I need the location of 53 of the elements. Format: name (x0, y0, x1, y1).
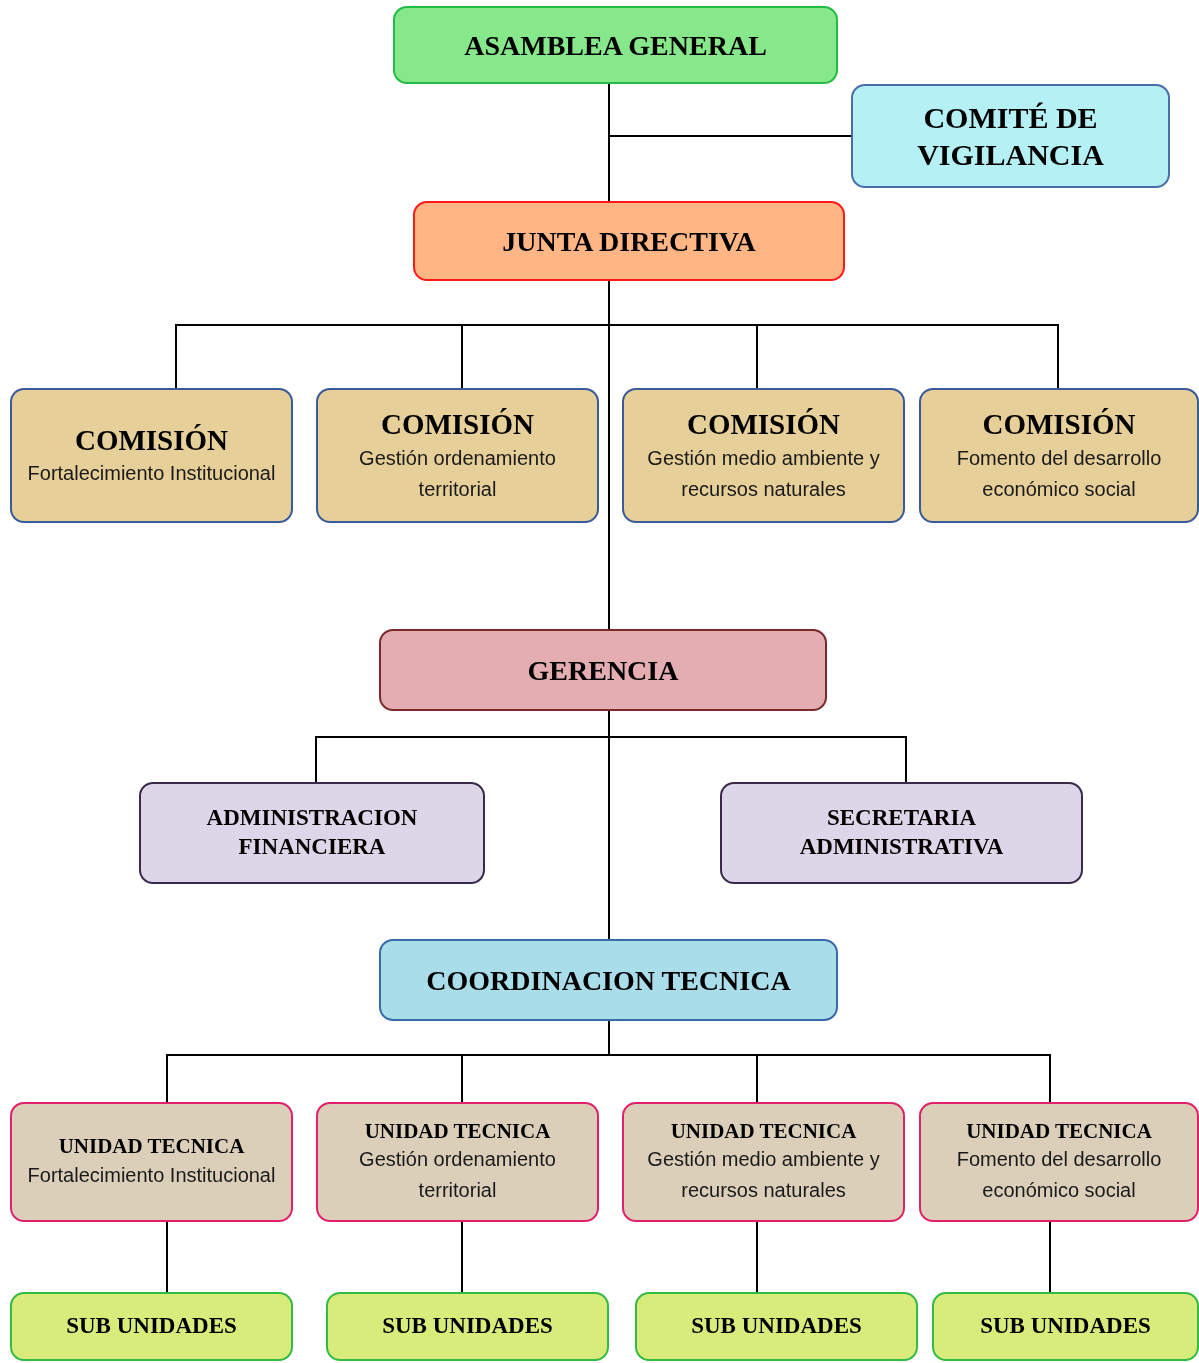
org-box (379, 939, 838, 1021)
connector-line (608, 83, 610, 202)
connector-line (608, 710, 610, 940)
org-box (635, 1292, 918, 1361)
box-description: Fomento del desarrollo económico social (955, 1147, 1163, 1204)
connector-line (1049, 1221, 1051, 1293)
connector-line (461, 1221, 463, 1293)
box-description: Gestión medio ambiente y recursos naturales (646, 1147, 881, 1204)
org-box (622, 388, 905, 523)
box-title: UNIDAD TECNICA (364, 1117, 551, 1145)
box-title: COMITÉ DE VIGILANCIA (916, 99, 1105, 173)
box-title: COMISIÓN (686, 407, 841, 443)
box-title: SUB UNIDADES (382, 1312, 553, 1341)
box-description: Gestión medio ambiente y recursos naturales (646, 445, 881, 502)
box-title: SUB UNIDADES (980, 1312, 1151, 1341)
org-box (316, 388, 599, 523)
org-box (10, 1102, 293, 1222)
connector-line (756, 1221, 758, 1293)
connector-line (608, 280, 610, 630)
box-title: JUNTA DIRECTIVA (502, 224, 756, 259)
box-title: UNIDAD TECNICA (966, 1117, 1152, 1145)
org-box (379, 629, 827, 711)
org-box (393, 6, 838, 84)
org-box (932, 1292, 1199, 1361)
org-box (10, 1292, 293, 1361)
box-title: SUB UNIDADES (691, 1312, 862, 1341)
box-description: Gestión ordenamiento territorial (358, 1147, 557, 1204)
box-description: Fortalecimiento Institucional (27, 461, 276, 487)
box-title: ASAMBLEA GENERAL (464, 28, 767, 63)
org-box (326, 1292, 609, 1361)
org-box (316, 1102, 599, 1222)
org-box (919, 388, 1199, 523)
connector-line (166, 1221, 168, 1293)
org-box (139, 782, 485, 884)
org-box (720, 782, 1083, 884)
box-title: SUB UNIDADES (66, 1312, 237, 1341)
box-description: Gestión ordenamiento territorial (358, 445, 557, 502)
box-title: COMISIÓN (380, 407, 535, 443)
org-box (622, 1102, 905, 1222)
box-description: Fortalecimiento Institucional (27, 1162, 276, 1188)
box-title: UNIDAD TECNICA (670, 1117, 857, 1145)
box-title: GERENCIA (527, 653, 679, 688)
box-description: Fomento del desarrollo económico social (955, 445, 1163, 502)
box-title: SECRETARIA ADMINISTRATIVA (798, 804, 1005, 861)
org-box (919, 1102, 1199, 1222)
org-box (851, 84, 1170, 188)
box-title: COMISIÓN (982, 407, 1136, 443)
box-title: COMISIÓN (74, 422, 229, 458)
box-title: COORDINACION TECNICA (426, 963, 791, 998)
box-title: ADMINISTRACION FINANCIERA (205, 804, 419, 861)
box-title: UNIDAD TECNICA (58, 1133, 245, 1160)
org-box (413, 201, 845, 281)
org-box (10, 388, 293, 523)
